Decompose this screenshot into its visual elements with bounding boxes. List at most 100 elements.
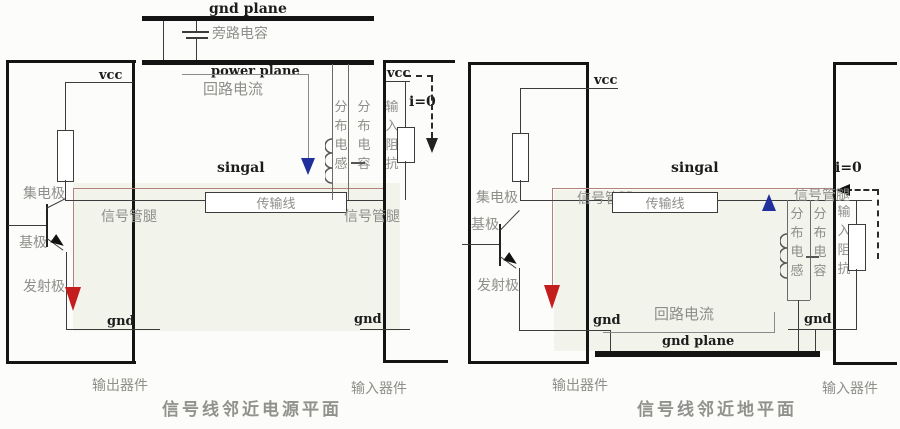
input-device-outline <box>383 360 448 363</box>
inductor-coil-icon <box>325 138 333 184</box>
column-line <box>810 200 811 300</box>
signal-trace <box>73 188 383 189</box>
gnd-plane-bar <box>142 16 374 21</box>
transmission-line-box: 传输线 <box>205 192 347 213</box>
transmission-line-label: 传输线 <box>645 197 685 212</box>
wire-segment <box>798 300 799 352</box>
loop-current-arrow-icon <box>301 158 315 175</box>
wire-segment <box>520 180 521 201</box>
capacitor-plate-icon <box>186 37 208 39</box>
vcc-input-label: vcc <box>387 66 411 81</box>
transmission-line-box: 传输线 <box>612 192 718 213</box>
output-device-outline <box>468 62 471 363</box>
left-caption: 信号线邻近电源平面 <box>162 400 342 420</box>
signal-label: singal <box>671 160 719 176</box>
input-device-outline <box>833 362 897 365</box>
input-device-label: 输入器件 <box>822 381 878 397</box>
signal-pin-label: 信号管腿 <box>794 188 850 204</box>
zero-current-path <box>846 189 878 191</box>
gnd-label: gnd <box>593 313 621 328</box>
gnd-wire <box>788 329 856 330</box>
resistor-body <box>512 133 529 182</box>
capacitor-plate-icon <box>806 256 819 258</box>
power-plane-bar <box>142 60 374 65</box>
current-arrow-red-icon <box>544 285 560 309</box>
base-wire <box>462 244 499 245</box>
loop-current-path <box>774 312 775 332</box>
wire-segment <box>405 81 406 127</box>
emitter-wire <box>519 268 520 330</box>
wire-segment <box>856 200 857 224</box>
output-device-outline <box>132 60 135 364</box>
zero-current-arrow-icon <box>836 184 850 196</box>
loop-current-label: 回路电流 <box>203 80 264 98</box>
wire-segment <box>163 21 164 62</box>
emitter-arrow-icon <box>503 252 520 268</box>
gnd-input-label: gnd <box>354 312 382 327</box>
wire-segment <box>196 21 197 31</box>
transmission-line-label: 传输线 <box>256 197 296 212</box>
signal-trace <box>552 188 833 189</box>
input-device-label: 输入器件 <box>351 381 407 397</box>
gnd-input-label: gnd <box>804 312 832 327</box>
bypass-capacitor-label: 旁路电容 <box>212 26 268 42</box>
emitter-arrow-icon <box>50 234 67 250</box>
input-resistor-body <box>848 224 866 271</box>
base-label: 基极 <box>471 217 499 233</box>
input-resistor-body <box>397 127 415 163</box>
output-device-outline <box>586 62 589 364</box>
right-caption: 信号线邻近地平面 <box>637 400 797 420</box>
wire-segment <box>386 81 410 82</box>
transistor-base-bar <box>46 204 48 247</box>
signal-return-trace <box>552 188 553 300</box>
loop-current-arrow-icon <box>762 194 776 211</box>
gnd-label: gnd <box>107 314 135 329</box>
loop-current-path <box>182 74 308 75</box>
vcc-wire <box>65 82 133 83</box>
zero-current-path <box>405 75 433 77</box>
capacitor-plate-icon <box>351 162 365 164</box>
transistor-base-bar <box>499 224 501 266</box>
input-device-outline <box>383 60 386 363</box>
gnd-plane-label: gnd plane <box>662 334 735 349</box>
distributed-capacitance-label: 分布电容 <box>813 207 827 279</box>
output-device-outline <box>468 62 589 65</box>
emitter-label: 发射极 <box>23 279 65 295</box>
signal-pin-label: 信号管腿 <box>344 209 400 225</box>
base-label: 基极 <box>19 235 47 251</box>
input-device-outline <box>833 62 836 364</box>
signal-return-trace <box>73 188 74 303</box>
capacitor-plate-icon <box>182 31 209 33</box>
zero-current-path <box>877 189 879 259</box>
zero-current-label: i=0 <box>835 160 862 176</box>
signal-label: singal <box>217 160 265 176</box>
input-impedance-label: 输入阻抗 <box>837 205 851 277</box>
distributed-capacitance-label: 分布电容 <box>357 100 371 172</box>
signal-pin-label: 信号管腿 <box>101 209 157 225</box>
column-line <box>787 200 788 300</box>
loop-area-fill-right <box>554 190 833 351</box>
output-device-label: 输出器件 <box>92 378 148 394</box>
output-device-outline <box>468 361 589 364</box>
wire-segment <box>520 89 521 133</box>
vcc-label: vcc <box>594 73 618 88</box>
wire-segment <box>65 180 66 200</box>
loop-current-path <box>603 332 775 333</box>
input-impedance-label: 输入阻抗 <box>385 100 399 172</box>
loop-current-path <box>308 74 309 160</box>
base-wire <box>8 225 46 226</box>
input-device-outline <box>833 62 897 65</box>
input-device-outline <box>383 60 455 63</box>
output-device-label: 输出器件 <box>552 378 608 394</box>
vcc-label: vcc <box>99 68 123 83</box>
loop-current-label: 回路电流 <box>654 305 715 323</box>
output-device-outline <box>6 361 136 364</box>
current-arrow-red-icon <box>65 287 81 311</box>
output-device-outline <box>6 60 136 63</box>
gnd-plane-bar <box>595 351 820 357</box>
output-device-outline <box>6 60 9 364</box>
wire-segment <box>856 269 857 330</box>
inductor-coil-icon <box>780 233 788 279</box>
gnd-plane-label: gnd plane <box>209 1 287 17</box>
